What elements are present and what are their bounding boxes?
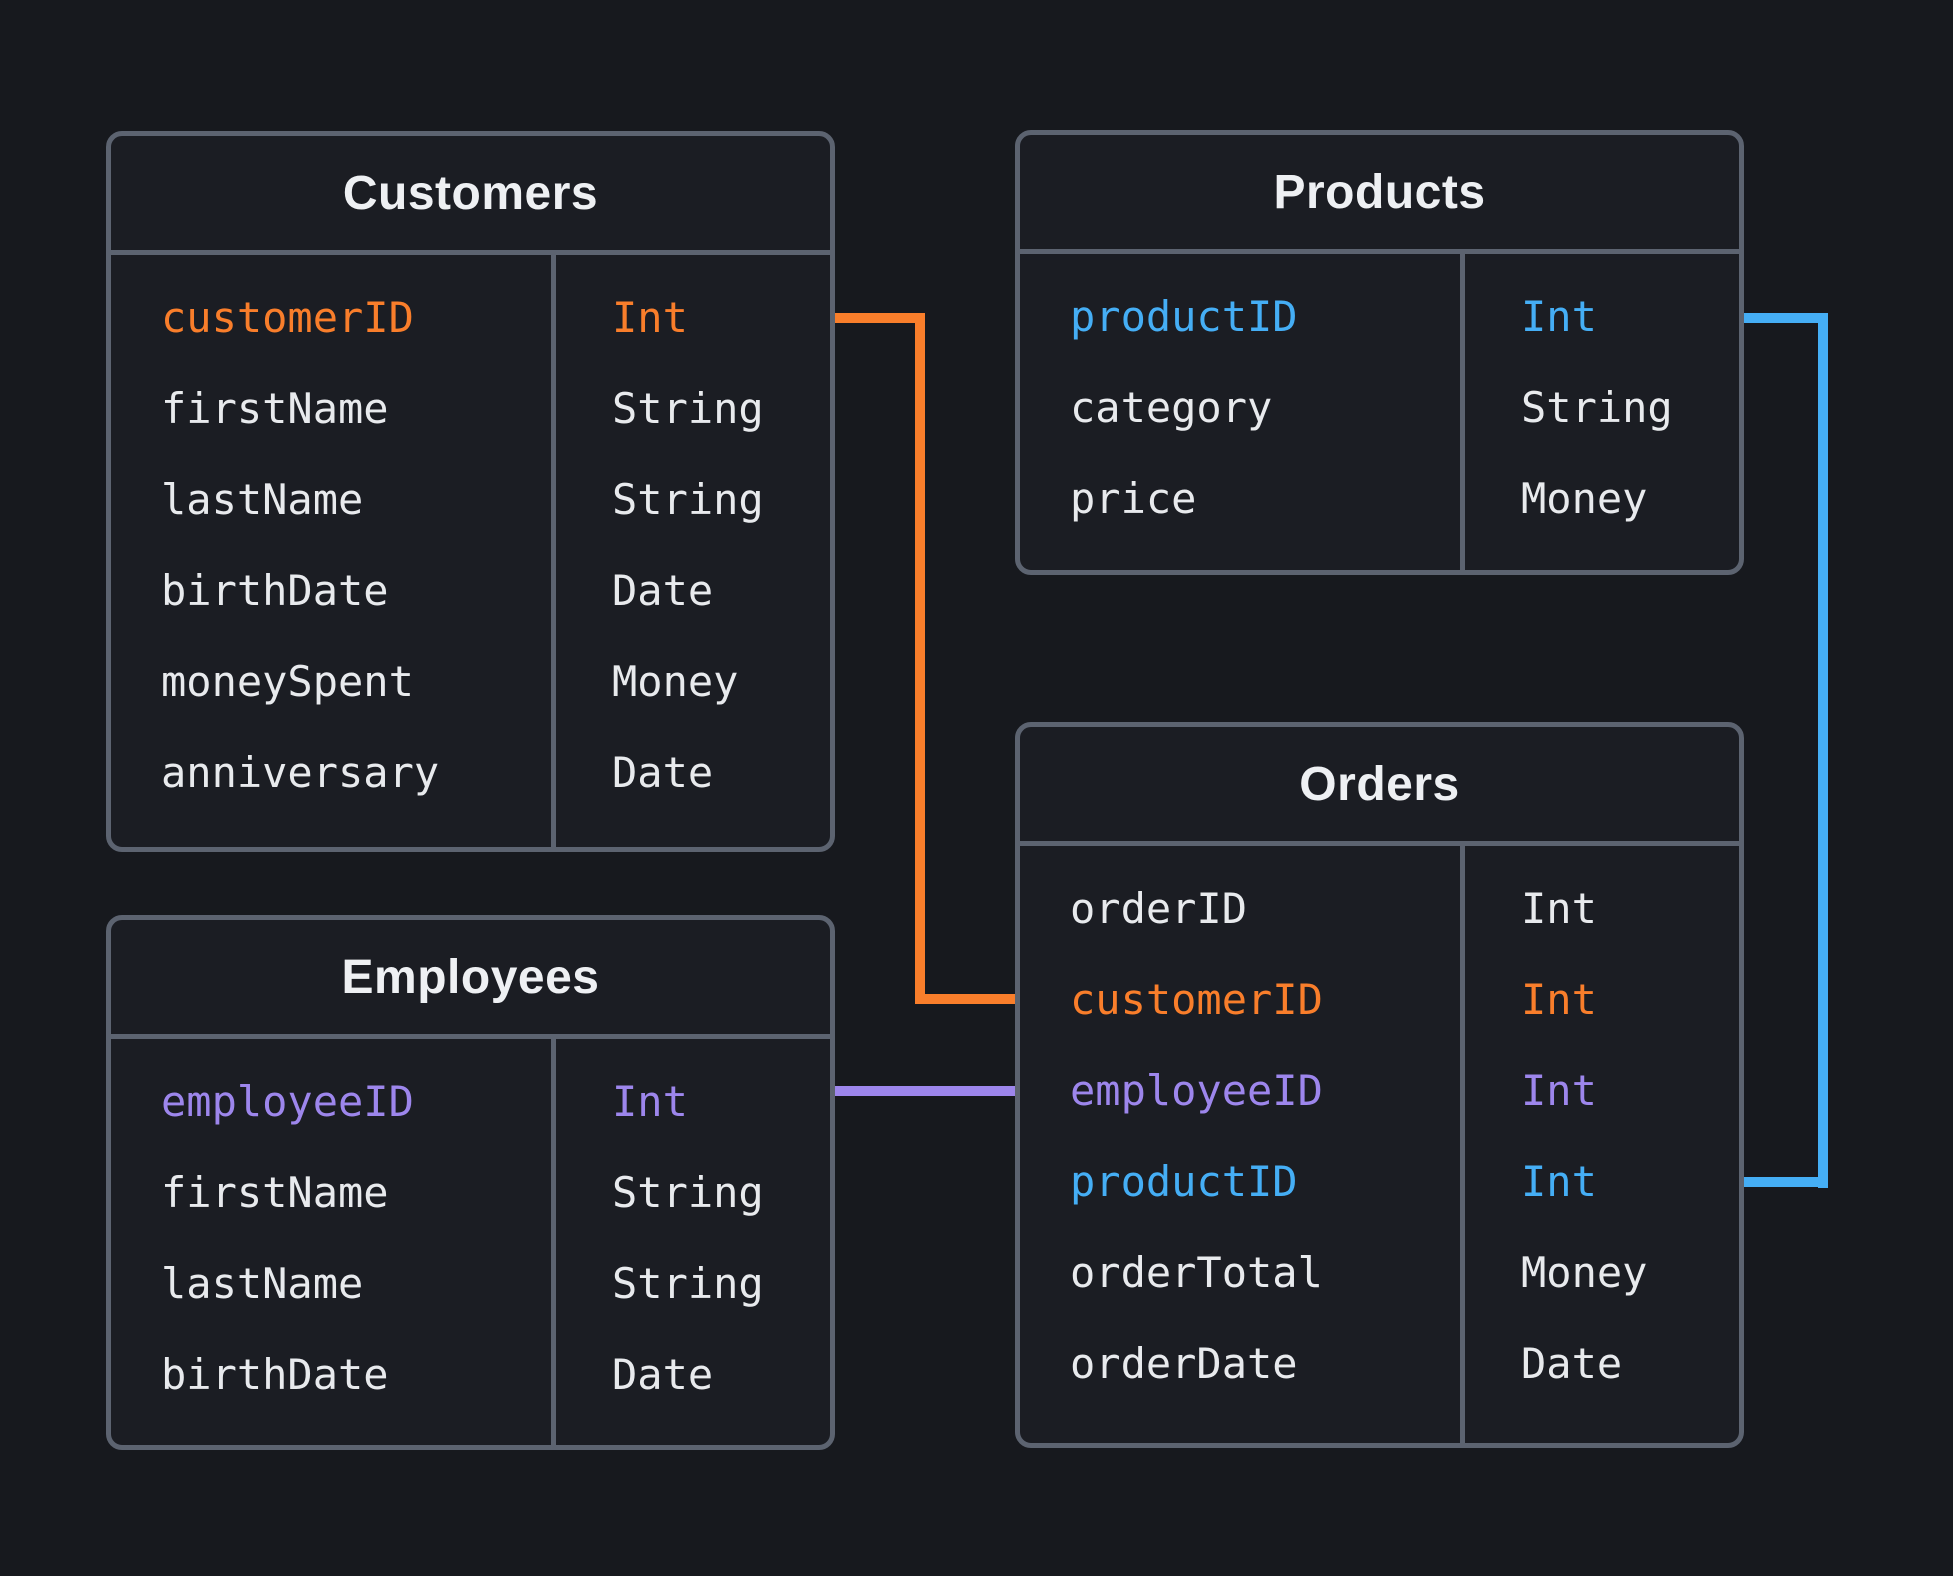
field-row: lastName String <box>111 454 830 545</box>
table-title: Employees <box>341 950 600 1004</box>
field-name: productID <box>1070 292 1298 341</box>
field-row: orderID Int <box>1020 863 1739 954</box>
table-products[interactable]: Products productID Int category String price… <box>1015 130 1744 575</box>
field-row: employeeID Int <box>1020 1045 1739 1136</box>
relation-employees-orders-segment <box>834 1086 1017 1096</box>
field-name: employeeID <box>1070 1066 1323 1115</box>
field-name: employeeID <box>161 1077 414 1126</box>
field-name: price <box>1070 474 1197 523</box>
column-divider <box>551 1039 556 1445</box>
field-name: category <box>1070 383 1273 432</box>
field-row: orderTotal Money <box>1020 1227 1739 1318</box>
field-name: orderID <box>1070 884 1248 933</box>
table-products-fields: productID Int category String price Money <box>1020 254 1739 570</box>
table-title: Products <box>1273 165 1486 219</box>
field-name: anniversary <box>161 748 440 797</box>
field-type: Int <box>612 293 688 342</box>
field-name: firstName <box>161 384 389 433</box>
relation-products-orders-segment <box>1818 313 1828 1188</box>
field-type: Int <box>1521 975 1597 1024</box>
field-type: Int <box>1521 292 1597 341</box>
column-divider <box>1460 254 1465 570</box>
field-type: Int <box>1521 884 1597 933</box>
field-name: orderTotal <box>1070 1248 1323 1297</box>
field-type: String <box>612 1168 764 1217</box>
field-type: String <box>612 384 764 433</box>
field-name: customerID <box>1070 975 1323 1024</box>
field-row: orderDate Date <box>1020 1318 1739 1409</box>
relation-products-orders-segment <box>1743 313 1828 323</box>
field-row: customerID Int <box>111 272 830 363</box>
field-row: customerID Int <box>1020 954 1739 1045</box>
field-name: birthDate <box>161 1350 389 1399</box>
field-name: productID <box>1070 1157 1298 1206</box>
relation-products-orders-segment <box>1744 1177 1828 1187</box>
field-type: Money <box>612 657 739 706</box>
field-row: birthDate Date <box>111 545 830 636</box>
table-products-header: Products <box>1020 135 1739 254</box>
field-row: price Money <box>1020 453 1739 544</box>
field-type: Money <box>1521 474 1648 523</box>
field-type: Date <box>612 1350 714 1399</box>
table-title: Customers <box>342 166 599 220</box>
field-type: String <box>612 475 764 524</box>
table-orders-header: Orders <box>1020 727 1739 846</box>
table-customers-header: Customers <box>111 136 830 255</box>
table-title: Orders <box>1299 757 1460 811</box>
field-row: employeeID Int <box>111 1056 830 1147</box>
field-type: Money <box>1521 1248 1648 1297</box>
field-row: birthDate Date <box>111 1329 830 1420</box>
field-name: customerID <box>161 293 414 342</box>
field-name: orderDate <box>1070 1339 1298 1388</box>
field-row: firstName String <box>111 1147 830 1238</box>
field-row: productID Int <box>1020 271 1739 362</box>
relation-customers-orders-segment <box>915 994 1017 1004</box>
field-row: productID Int <box>1020 1136 1739 1227</box>
field-row: lastName String <box>111 1238 830 1329</box>
relation-customers-orders-segment <box>834 313 925 323</box>
field-row: anniversary Date <box>111 727 830 818</box>
field-name: moneySpent <box>161 657 414 706</box>
field-type: Date <box>612 566 714 615</box>
field-type: Int <box>1521 1157 1597 1206</box>
relation-customers-orders-segment <box>915 313 925 1004</box>
column-divider <box>1460 846 1465 1443</box>
field-type: Int <box>612 1077 688 1126</box>
field-type: String <box>612 1259 764 1308</box>
field-type: Int <box>1521 1066 1597 1115</box>
field-type: Date <box>612 748 714 797</box>
field-name: lastName <box>161 1259 364 1308</box>
field-row: moneySpent Money <box>111 636 830 727</box>
field-type: Date <box>1521 1339 1623 1388</box>
column-divider <box>551 255 556 847</box>
field-name: lastName <box>161 475 364 524</box>
field-row: firstName String <box>111 363 830 454</box>
field-name: birthDate <box>161 566 389 615</box>
field-row: category String <box>1020 362 1739 453</box>
field-name: firstName <box>161 1168 389 1217</box>
table-employees-header: Employees <box>111 920 830 1039</box>
field-type: String <box>1521 383 1673 432</box>
